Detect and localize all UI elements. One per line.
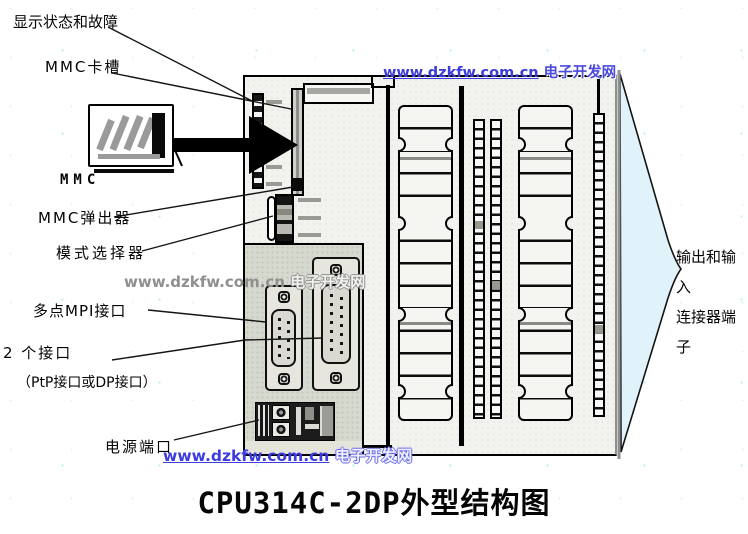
watermark-url: www.dzkfw.com.cn bbox=[163, 447, 330, 465]
terminal-stripes bbox=[258, 405, 269, 436]
watermark-site: 电子开发网 bbox=[543, 65, 617, 81]
callout-mmc-ejector: MMC弹出器 bbox=[38, 209, 132, 227]
pin-strip bbox=[490, 119, 502, 419]
screw-hole bbox=[330, 372, 342, 384]
terminal-detail bbox=[296, 407, 301, 435]
pin-strip bbox=[473, 119, 485, 419]
vent-slot bbox=[307, 88, 370, 94]
callout-status-led: 显示状态和故障 bbox=[13, 13, 119, 31]
column-separator bbox=[520, 157, 571, 160]
column-separator bbox=[400, 322, 451, 325]
column-waist bbox=[518, 307, 573, 322]
pin-column bbox=[340, 297, 343, 355]
column-waist bbox=[518, 384, 573, 399]
column-separator bbox=[400, 157, 451, 160]
cpu-device-body bbox=[243, 75, 617, 456]
callout-two-ports-note: （PtP接口或DP接口） bbox=[17, 375, 157, 391]
mode-selector-switch bbox=[267, 194, 294, 243]
watermark-site: 电子开发网 bbox=[290, 273, 366, 291]
pin-strip-mark bbox=[492, 281, 500, 289]
column-separator bbox=[520, 322, 571, 325]
pin-strip bbox=[593, 113, 605, 417]
power-screw-terminal bbox=[272, 405, 290, 420]
module-divider bbox=[386, 85, 390, 446]
terminal-detail bbox=[320, 406, 333, 436]
callout-io-terminals: 输出和输入 连接器端子 bbox=[676, 242, 748, 362]
module-divider bbox=[597, 79, 600, 113]
callout-mode-selector: 模式选择器 bbox=[56, 244, 147, 262]
card-fold-line bbox=[173, 147, 183, 167]
callout-power-port: 电源端口 bbox=[105, 438, 174, 456]
watermark-top: www.dzkfw.com.cn 电子开发网 bbox=[383, 61, 616, 82]
led-tick bbox=[266, 100, 282, 104]
watermark-url: www.dzkfw.com.cn bbox=[124, 273, 285, 291]
selector-knob bbox=[275, 194, 294, 243]
watermark-url: www.dzkfw.com.cn bbox=[383, 65, 539, 81]
pin-strip-mark bbox=[475, 221, 483, 229]
callout-two-ports: 2 个接口 bbox=[3, 344, 73, 362]
led-tick bbox=[266, 165, 282, 169]
selector-tick bbox=[298, 233, 321, 237]
column-waist bbox=[398, 384, 453, 399]
power-screw-terminal bbox=[272, 422, 290, 437]
column-waist bbox=[518, 137, 573, 152]
terminal-detail bbox=[305, 424, 319, 429]
mmc-ejector-button bbox=[293, 178, 302, 191]
pin-column bbox=[287, 321, 290, 359]
screw-hole bbox=[330, 264, 342, 276]
card-contact-bar bbox=[152, 113, 165, 158]
watermark-bottom: www.dzkfw.com.cn 电子开发网 bbox=[163, 444, 412, 466]
module-divider bbox=[459, 86, 464, 446]
column-waist bbox=[398, 216, 453, 231]
watermark-site: 电子开发网 bbox=[334, 447, 413, 465]
bottom-step-line bbox=[363, 445, 392, 448]
status-led-strip bbox=[252, 93, 264, 189]
leader-status-led bbox=[107, 26, 253, 102]
column-waist bbox=[398, 307, 453, 322]
dp-connector-plate bbox=[312, 257, 360, 391]
column-waist bbox=[518, 216, 573, 231]
io-terminals-line2: 连接器端子 bbox=[676, 308, 737, 356]
mmc-card-slot bbox=[291, 88, 304, 196]
selector-tick bbox=[298, 216, 321, 220]
io-brace bbox=[619, 73, 682, 453]
callout-mmc-card: MMC bbox=[60, 172, 101, 188]
screw-hole bbox=[278, 373, 290, 385]
callout-mmc-slot: MMC卡槽 bbox=[45, 58, 122, 76]
mmc-card-image bbox=[88, 104, 174, 167]
card-shadow bbox=[94, 169, 174, 173]
watermark-middle: www.dzkfw.com.cn 电子开发网 bbox=[124, 271, 365, 292]
selector-tick bbox=[298, 198, 321, 202]
terminal-detail bbox=[305, 407, 314, 420]
screw-hole bbox=[278, 291, 290, 303]
panel-foot-strip bbox=[245, 441, 362, 454]
card-foot-line bbox=[98, 154, 160, 159]
io-terminal-column bbox=[398, 105, 453, 421]
column-waist bbox=[398, 137, 453, 152]
diagram-title: CPU314C-2DP外型结构图 bbox=[197, 486, 551, 520]
dp-dsub-15pin bbox=[321, 284, 351, 364]
pin-column bbox=[278, 318, 281, 360]
power-terminal-block bbox=[255, 402, 335, 441]
led-tick bbox=[266, 182, 282, 186]
mmc-insert-arrow-shaft bbox=[173, 138, 251, 152]
top-vent-bar bbox=[303, 83, 374, 104]
io-terminal-column bbox=[518, 105, 573, 421]
callout-mpi-port: 多点MPI接口 bbox=[33, 302, 127, 320]
pin-strip-mark bbox=[595, 325, 603, 333]
housing-notch bbox=[371, 77, 395, 88]
pin-column bbox=[330, 294, 333, 356]
mpi-connector-plate bbox=[265, 285, 303, 391]
mpi-dsub-9pin bbox=[271, 309, 296, 367]
io-terminals-line1: 输出和输入 bbox=[676, 248, 737, 296]
